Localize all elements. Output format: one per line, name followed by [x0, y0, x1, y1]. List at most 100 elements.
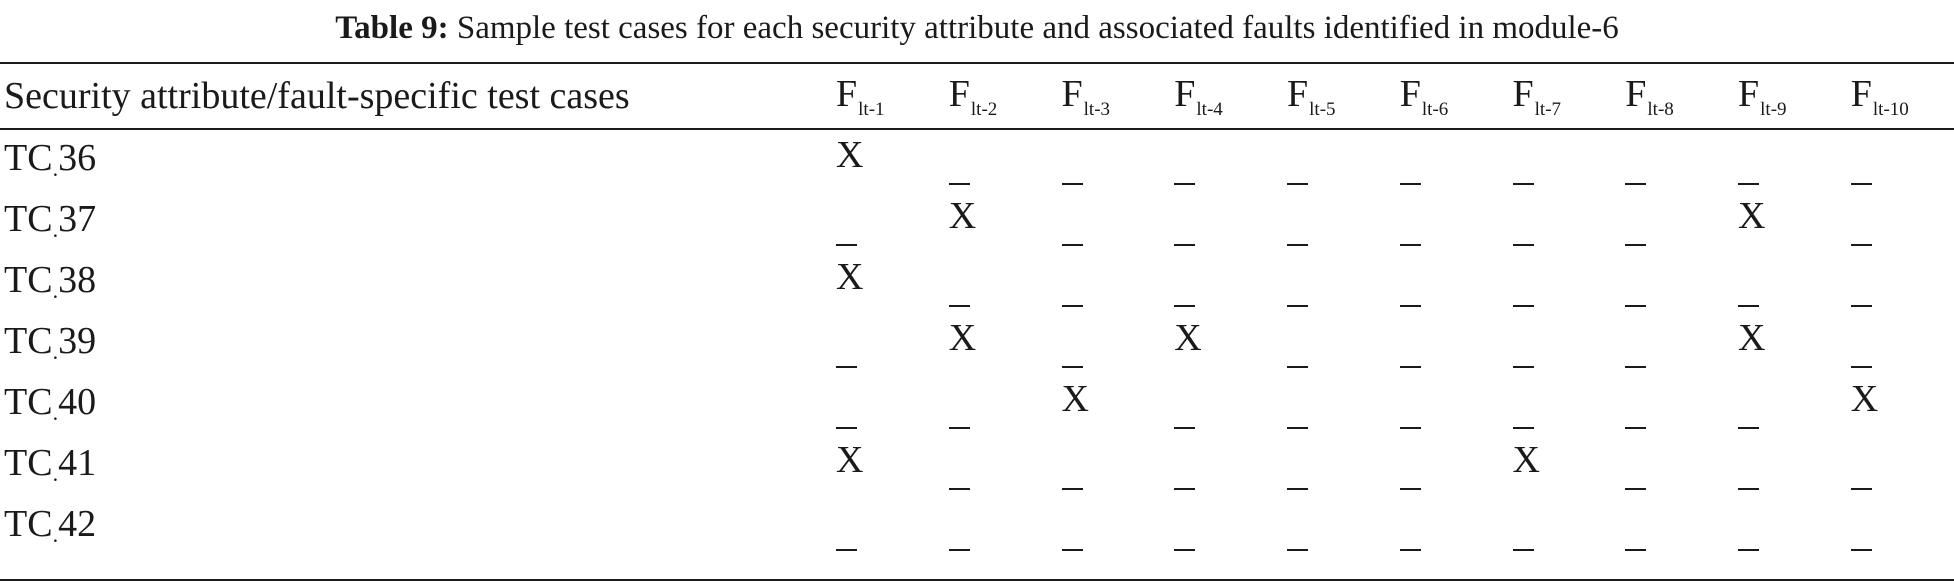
- fault-symbol: F: [836, 72, 858, 115]
- fault-cell-5: [1287, 128, 1400, 189]
- fault-cell-1: X: [836, 128, 949, 189]
- fault-cell-9: [1738, 250, 1851, 311]
- fault-test-case-table: Security attribute/fault-specific test c…: [0, 64, 1954, 555]
- fault-cell-2: [948, 128, 1062, 189]
- fault-present-mark: X: [836, 133, 864, 176]
- fault-absent-mark: [948, 182, 970, 185]
- test-case-label: TC.37: [0, 189, 836, 250]
- fault-present-mark: X: [948, 316, 977, 359]
- fault-absent-mark: [1512, 365, 1534, 368]
- test-case-label: TC.40: [0, 372, 836, 433]
- fault-symbol: F: [948, 72, 970, 115]
- fault-subscript: lt-5: [1309, 98, 1336, 120]
- fault-absent-mark: [1512, 182, 1534, 185]
- fault-absent-mark: [1174, 243, 1196, 246]
- table-caption-label: Table 9:: [335, 10, 449, 46]
- header-fault-5: Flt-5: [1287, 64, 1400, 128]
- fault-symbol: F: [1512, 72, 1534, 115]
- fault-cell-9: [1738, 372, 1851, 433]
- fault-absent-mark: [1287, 243, 1309, 246]
- fault-absent-mark: [1512, 243, 1534, 246]
- test-case-number: 38: [58, 258, 97, 301]
- fault-cell-9: X: [1738, 311, 1851, 372]
- fault-cell-10: [1850, 494, 1954, 555]
- test-case-number: 41: [58, 441, 97, 484]
- fault-cell-7: [1512, 494, 1626, 555]
- fault-cell-5: [1287, 433, 1400, 494]
- table-top-rule: [0, 62, 1954, 64]
- fault-absent-mark: [1850, 304, 1872, 307]
- fault-cell-1: [836, 189, 949, 250]
- test-case-prefix: TC: [4, 136, 53, 179]
- fault-absent-mark: [1287, 426, 1309, 429]
- table-row: TC.37 X X: [0, 189, 1954, 250]
- test-case-number: 42: [58, 502, 97, 545]
- fault-cell-8: [1625, 128, 1738, 189]
- fault-present-mark: X: [948, 194, 977, 237]
- table-caption-text: Sample test cases for each security attr…: [456, 10, 1619, 46]
- fault-cell-6: [1399, 494, 1513, 555]
- fault-present-mark: X: [836, 255, 864, 298]
- test-case-label: TC.38: [0, 250, 836, 311]
- fault-cell-9: X: [1738, 189, 1851, 250]
- fault-subscript: lt-3: [1083, 98, 1111, 120]
- fault-cell-10: X: [1851, 372, 1954, 433]
- fault-absent-mark: [1287, 487, 1309, 490]
- fault-cell-6: [1399, 433, 1513, 494]
- fault-absent-mark: [1174, 182, 1196, 185]
- fault-cell-1: [836, 311, 949, 372]
- fault-absent-mark: [1287, 304, 1309, 307]
- fault-absent-mark: [1399, 548, 1421, 551]
- fault-cell-3: [1061, 250, 1175, 311]
- fault-absent-mark: [1738, 182, 1760, 185]
- fault-cell-1: X: [836, 433, 949, 494]
- fault-present-mark: X: [1061, 377, 1089, 420]
- fault-cell-10: [1850, 189, 1954, 250]
- fault-absent-mark: [1625, 426, 1647, 429]
- test-case-separator: .: [52, 521, 59, 547]
- fault-cell-7: [1512, 189, 1626, 250]
- fault-cell-9: [1738, 433, 1851, 494]
- test-case-separator: .: [52, 277, 59, 303]
- fault-present-mark: X: [1850, 377, 1879, 420]
- table-header-row: Security attribute/fault-specific test c…: [0, 64, 1954, 128]
- fault-cell-6: [1399, 372, 1513, 433]
- header-fault-3: Flt-3: [1062, 64, 1175, 128]
- fault-absent-mark: [1850, 182, 1872, 185]
- fault-absent-mark: [1174, 426, 1196, 429]
- fault-cell-8: [1625, 250, 1738, 311]
- header-test-cases: Security attribute/fault-specific test c…: [4, 75, 630, 117]
- fault-cell-5: [1287, 494, 1400, 555]
- header-fault-8: Flt-8: [1625, 64, 1738, 128]
- fault-subscript: lt-9: [1760, 98, 1787, 120]
- fault-symbol: F: [1850, 72, 1872, 115]
- fault-absent-mark: [1512, 426, 1534, 429]
- fault-symbol: F: [1174, 72, 1196, 115]
- fault-absent-mark: [1512, 548, 1534, 551]
- fault-subscript: lt-6: [1421, 98, 1449, 120]
- fault-subscript: lt-4: [1196, 98, 1223, 120]
- header-fault-7: Flt-7: [1513, 64, 1626, 128]
- fault-symbol: F: [1625, 72, 1647, 115]
- test-case-label: TC.39: [0, 311, 836, 372]
- fault-absent-mark: [1399, 365, 1421, 368]
- fault-cell-10: [1850, 128, 1954, 189]
- fault-absent-mark: [1287, 365, 1309, 368]
- test-case-separator: .: [52, 338, 59, 364]
- fault-subscript: lt-8: [1647, 98, 1674, 120]
- fault-cell-2: [948, 372, 1062, 433]
- test-case-label: TC.36: [0, 128, 836, 189]
- fault-symbol: F: [1287, 72, 1309, 115]
- fault-absent-mark: [836, 243, 858, 246]
- fault-absent-mark: [1061, 548, 1083, 551]
- fault-present-mark: X: [1738, 194, 1766, 237]
- fault-cell-5: [1287, 311, 1400, 372]
- fault-cell-1: X: [836, 250, 949, 311]
- header-fault-6: Flt-6: [1400, 64, 1513, 128]
- test-case-prefix: TC: [4, 441, 53, 484]
- fault-cell-2: X: [949, 189, 1062, 250]
